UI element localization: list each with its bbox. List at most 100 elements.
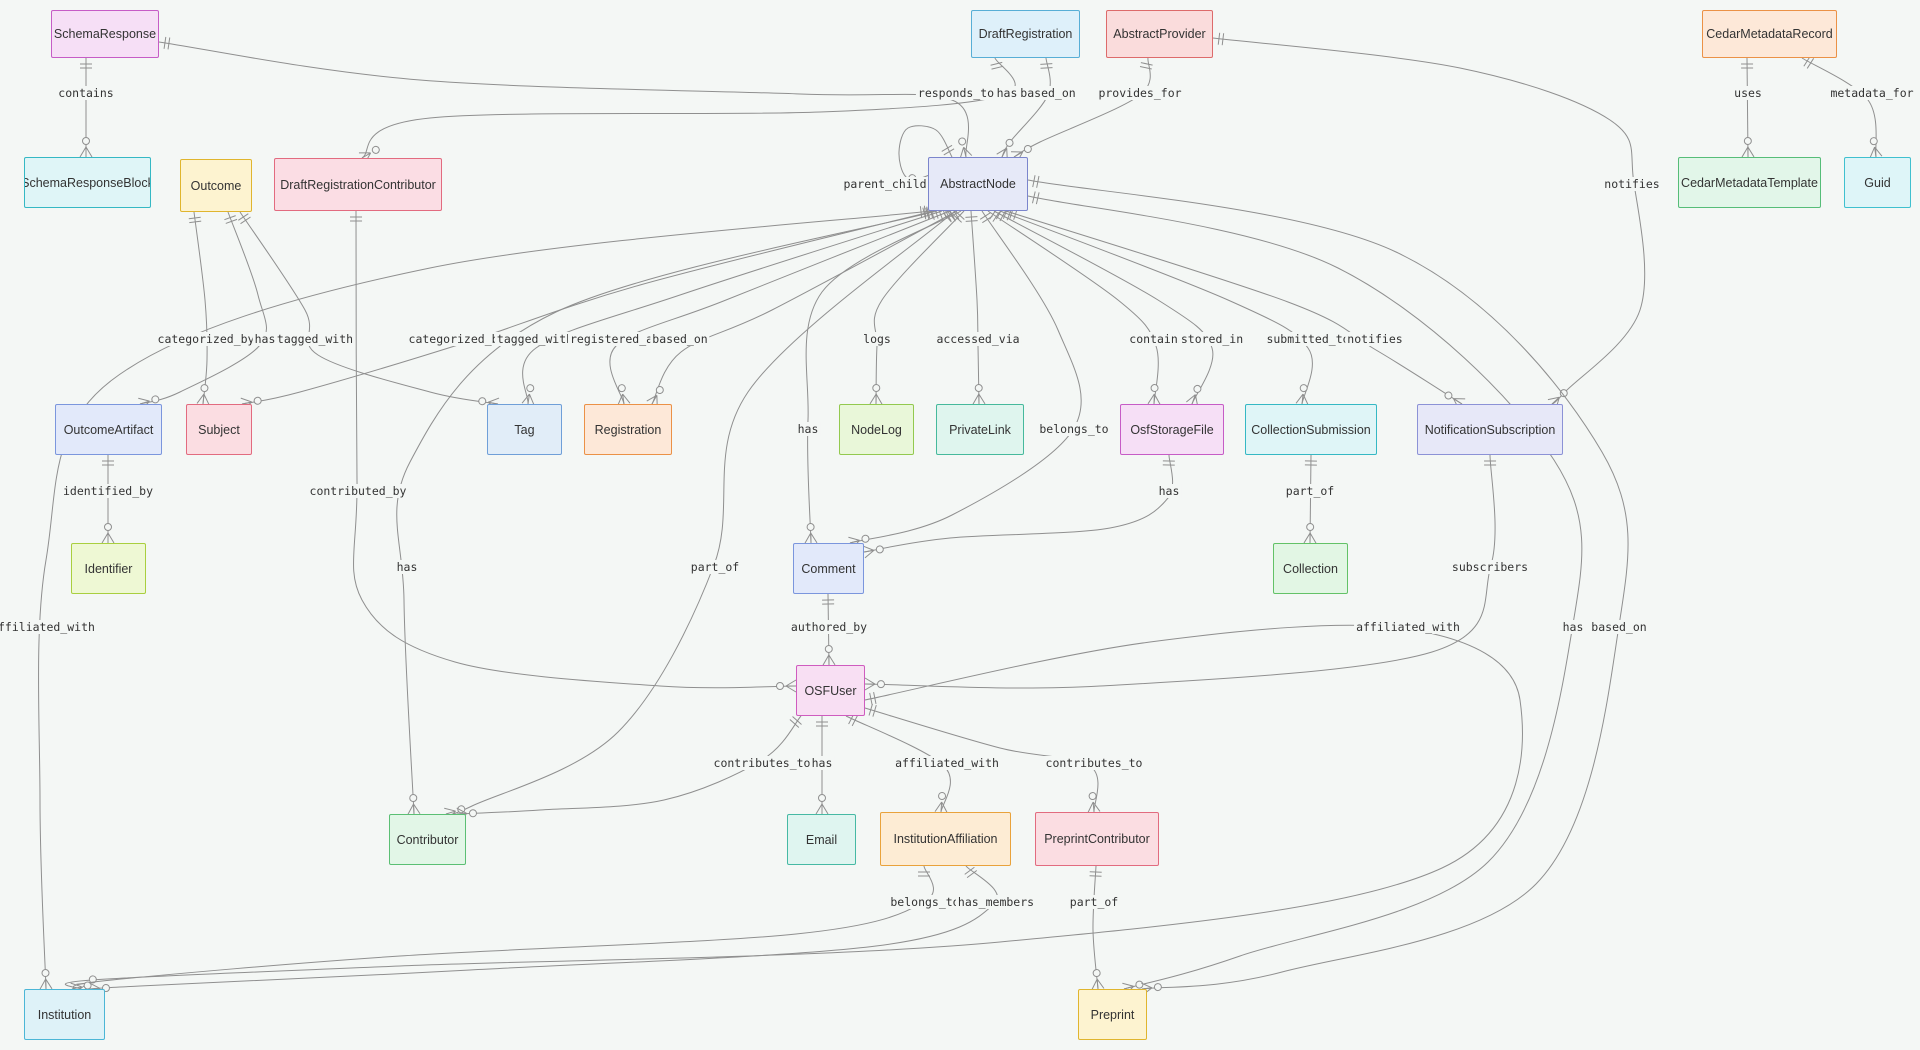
edge-label-has: has <box>394 560 420 574</box>
edge-Outcome-Subject-categorized_by <box>188 211 210 405</box>
edge-AbstractNode-Tag-tagged_with <box>521 206 943 406</box>
edge-label-notifies: notifies <box>1602 177 1662 191</box>
entity-Contributor: Contributor <box>389 814 466 865</box>
entity-DraftRegistrationContributor: DraftRegistrationContributor <box>274 158 442 211</box>
edge-label-based_on: based_on <box>650 332 710 346</box>
edge-label-has: has <box>795 422 821 436</box>
edge-PreprintContributor-Preprint-part_of <box>1089 865 1105 990</box>
edge-label-subscribers: subscribers <box>1449 560 1531 574</box>
edge-label-categorized_by: categorized_by <box>406 332 508 346</box>
edge-AbstractNode-Institution-affiliated_with <box>38 205 932 990</box>
edge-label-part_of: part_of <box>1067 895 1121 909</box>
edge-AbstractNode-Registration-based_on <box>646 208 958 407</box>
entity-AbstractProvider: AbstractProvider <box>1106 10 1213 58</box>
entity-label: AbstractNode <box>940 177 1016 191</box>
entity-label: OutcomeArtifact <box>63 422 154 437</box>
edge-AbstractNode-Subject-categorized_by <box>240 206 935 411</box>
edge-label-has: has <box>1156 484 1182 498</box>
entity-Outcome: Outcome <box>180 159 252 212</box>
edge-label-has: has <box>252 332 278 346</box>
edge-AbstractNode-NotificationSubscription-notifies <box>1005 206 1466 410</box>
entity-DraftRegistration: DraftRegistration <box>971 10 1080 58</box>
edge-AbstractNode-Comment-belongs_to <box>848 210 1082 550</box>
entity-label: Comment <box>801 561 856 576</box>
edge-Preprint-AbstractNode-based_on <box>1027 175 1629 996</box>
edge-AbstractNode-OsfStorageFile-contains <box>987 209 1161 405</box>
edge-label-logs: logs <box>861 332 893 346</box>
edge-Contributor-AbstractNode-part_of <box>444 210 956 821</box>
entity-Institution: Institution <box>24 989 105 1040</box>
entity-OSFUser: OSFUser <box>796 665 865 716</box>
edge-label-affiliated_with: affiliated_with <box>0 620 97 634</box>
edge-OSFUser-Contributor-contributes_to <box>456 715 802 821</box>
edge-label-has_members: has_members <box>955 895 1037 909</box>
entity-Tag: Tag <box>487 404 562 455</box>
edge-label-based_on: based_on <box>1589 620 1649 634</box>
edge-label-notifies: notifies <box>1345 332 1405 346</box>
edge-label-contributes_to: contributes_to <box>711 756 813 770</box>
edge-label-belongs_to: belongs_to <box>1037 422 1111 436</box>
entity-label: Identifier <box>84 561 133 576</box>
edge-NotificationSubscription-OSFUser-subscribers <box>864 454 1497 691</box>
edge-label-part_of: part_of <box>688 560 742 574</box>
edge-label-authored_by: authored_by <box>788 620 870 634</box>
edge-CedarMetadataRecord-CedarMetadataTemplate-uses <box>1741 57 1755 158</box>
entity-label: AbstractProvider <box>1113 27 1206 41</box>
edge-label-provides_for: provides_for <box>1096 86 1184 100</box>
edge-label-registered_as: registered_as <box>567 332 663 346</box>
entity-label: Collection <box>1283 561 1338 576</box>
entity-label: OSFUser <box>804 683 857 698</box>
entity-Collection: Collection <box>1273 543 1348 594</box>
entity-Preprint: Preprint <box>1078 989 1147 1040</box>
edge-AbstractNode-Contributor-has <box>396 206 938 815</box>
entity-label: CollectionSubmission <box>1251 422 1371 437</box>
entity-Subject: Subject <box>186 404 252 455</box>
entity-OutcomeArtifact: OutcomeArtifact <box>55 404 162 455</box>
edge-label-part_of: part_of <box>1283 484 1337 498</box>
edge-label-based_on: based_on <box>1018 86 1078 100</box>
edge-DraftRegistration-DraftRegistrationContributor-has <box>358 57 1016 164</box>
entity-Guid: Guid <box>1844 157 1911 208</box>
entity-OsfStorageFile: OsfStorageFile <box>1120 404 1224 455</box>
entity-label: Subject <box>198 422 240 437</box>
edge-label-submitted_to: submitted_to <box>1264 332 1352 346</box>
edge-label-contains: contains <box>1127 332 1187 346</box>
entity-label: Outcome <box>190 178 242 193</box>
entity-label: NodeLog <box>851 422 902 437</box>
edge-label-tagged_with: tagged_with <box>274 332 356 346</box>
edge-label-accessed_via: accessed_via <box>934 332 1022 346</box>
entity-label: DraftRegistrationContributor <box>280 177 436 192</box>
edge-label-affiliated_with: affiliated_with <box>893 756 1001 770</box>
edge-SchemaResponse-AbstractNode-responds_to <box>158 36 973 159</box>
entity-label: Preprint <box>1090 1007 1135 1022</box>
edge-CollectionSubmission-Collection-part_of <box>1303 454 1317 544</box>
edge-Outcome-Tag-tagged_with <box>238 211 500 411</box>
entity-Comment: Comment <box>793 543 864 594</box>
edge-label-responds_to: responds_to <box>915 86 997 100</box>
edge-AbstractNode-PrivateLink-accessed_via <box>965 210 986 405</box>
entity-PrivateLink: PrivateLink <box>936 404 1024 455</box>
edge-DraftRegistrationContributor-OSFUser-contributed_by <box>350 210 797 693</box>
edge-AbstractProvider-AbstractNode-provides_for <box>1010 57 1153 163</box>
entity-label: Registration <box>594 422 662 437</box>
entity-CedarMetadataTemplate: CedarMetadataTemplate <box>1678 157 1821 208</box>
edge-label-categorized_by: categorized_by <box>155 332 257 346</box>
edge-InstitutionAffiliation-Institution-has_members <box>89 865 998 996</box>
entity-label: Contributor <box>396 832 459 847</box>
edge-AbstractNode-Preprint-has <box>1027 191 1583 996</box>
entity-label: Tag <box>514 422 535 437</box>
edge-OsfStorageFile-Comment-has <box>862 454 1175 559</box>
entity-CedarMetadataRecord: CedarMetadataRecord <box>1702 10 1837 58</box>
entity-Email: Email <box>787 814 856 865</box>
entity-AbstractNode: AbstractNode <box>928 157 1028 211</box>
edge-label-metadata_for: metadata_for <box>1828 86 1916 100</box>
entity-NotificationSubscription: NotificationSubscription <box>1417 404 1563 455</box>
entity-label: DraftRegistration <box>978 27 1073 41</box>
edge-label-has: has <box>1560 620 1586 634</box>
entity-Identifier: Identifier <box>71 543 146 594</box>
entity-label: PrivateLink <box>949 422 1011 437</box>
entity-PreprintContributor: PreprintContributor <box>1035 812 1159 866</box>
entity-Registration: Registration <box>584 404 672 455</box>
